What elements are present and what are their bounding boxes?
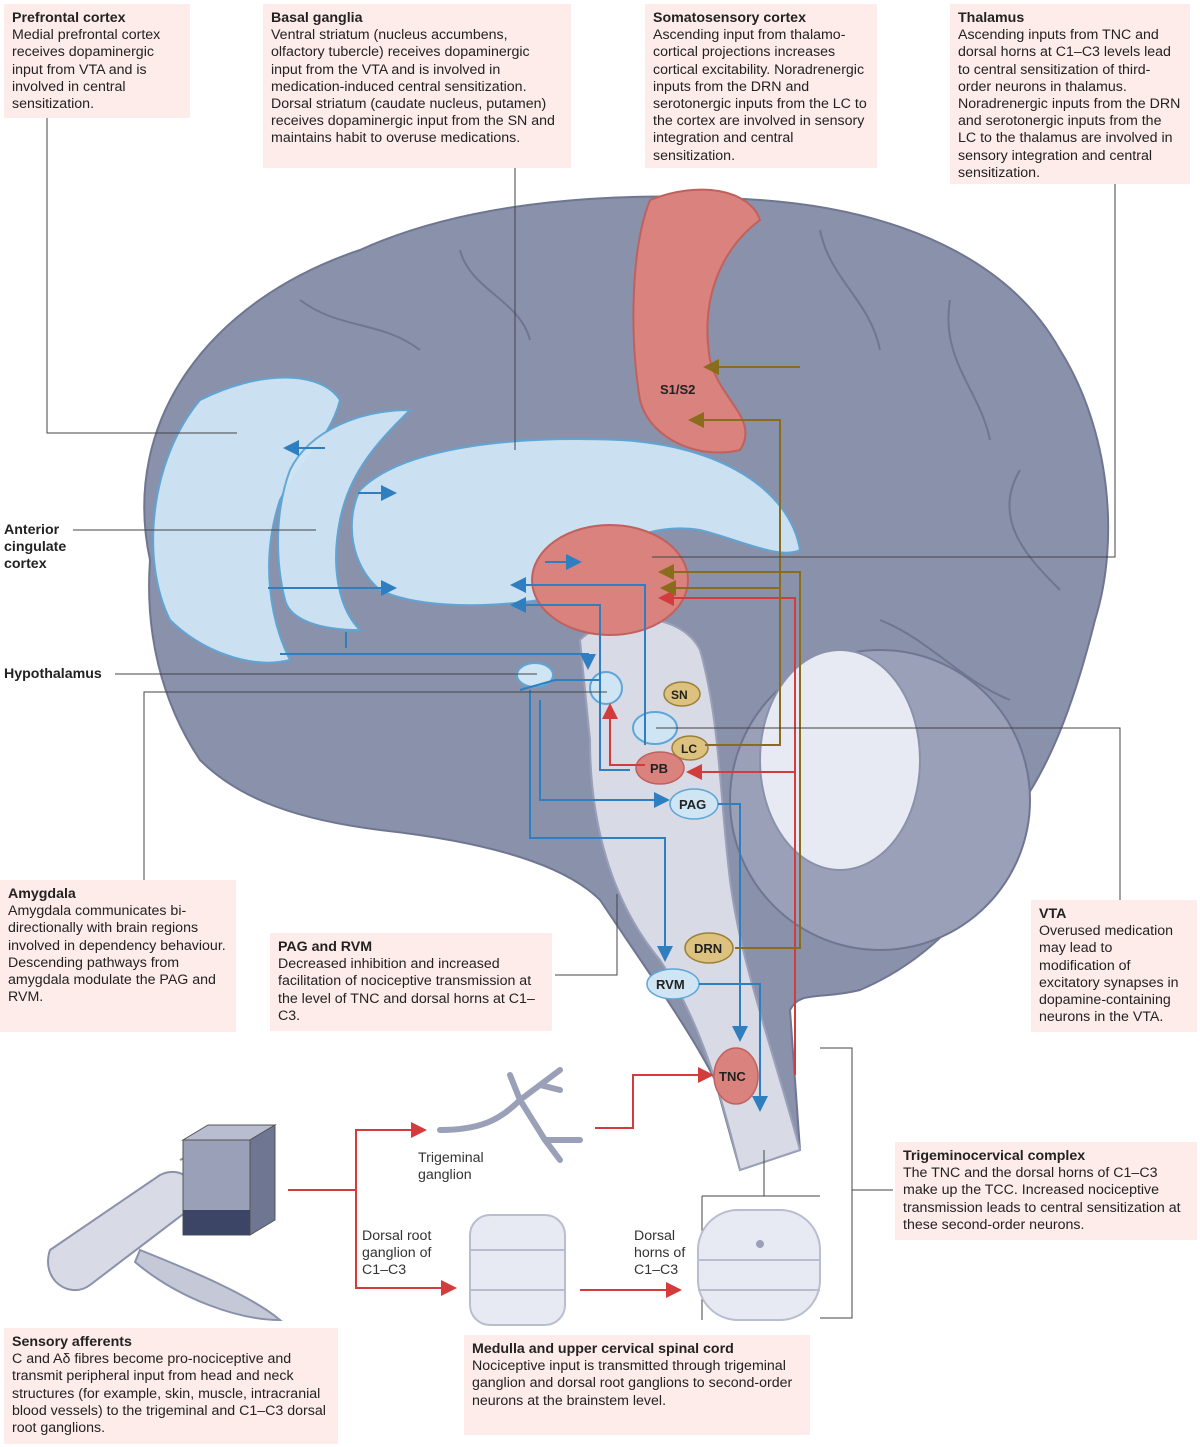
node-pag: PAG xyxy=(669,788,719,820)
pagrvm-body: Decreased inhibition and increased facil… xyxy=(278,956,535,1024)
basal-body: Ventral striatum (nucleus accumbens, olf… xyxy=(271,27,555,147)
node-rvm: RVM xyxy=(646,968,700,1000)
node-pb: PB xyxy=(635,751,685,785)
box-tcc: Trigeminocervical complex The TNC and th… xyxy=(895,1142,1197,1240)
drg-illustration xyxy=(469,1214,566,1326)
box-sensory-afferents: Sensory afferents C and Aδ fibres become… xyxy=(4,1328,338,1444)
box-medulla: Medulla and upper cervical spinal cord N… xyxy=(464,1335,810,1435)
red-pathways xyxy=(288,590,796,1298)
acc-region xyxy=(277,408,413,632)
node-sn: SN xyxy=(663,681,701,707)
cerebellum-arbor xyxy=(759,649,921,871)
trigeminal-ganglion-illustration xyxy=(437,1067,583,1163)
sensory-title: Sensory afferents xyxy=(12,1334,132,1350)
box-basal-ganglia: Basal ganglia Ventral striatum (nucleus … xyxy=(263,4,571,168)
basal-title: Basal ganglia xyxy=(271,10,363,26)
box-somatosensory-cortex: Somatosensory cortex Ascending input fro… xyxy=(645,4,877,168)
label-hypothalamus: Hypothalamus xyxy=(4,666,102,682)
thalamus-region xyxy=(531,524,689,636)
spinal-cord-illustration xyxy=(697,1209,821,1321)
somato-title: Somatosensory cortex xyxy=(653,10,806,26)
box-pag-rvm: PAG and RVM Decreased inhibition and inc… xyxy=(270,933,552,1031)
medulla-body: Nociceptive input is transmitted through… xyxy=(472,1358,793,1409)
vta-title: VTA xyxy=(1039,906,1067,922)
label-dorsal-horns: Dorsal horns of C1–C3 xyxy=(634,1228,686,1279)
label-anterior-cingulate-cortex: Anterior cingulate cortex xyxy=(4,522,67,573)
medulla-title: Medulla and upper cervical spinal cord xyxy=(472,1341,734,1357)
svg-text:PB: PB xyxy=(650,761,668,776)
pagrvm-title: PAG and RVM xyxy=(278,939,373,955)
box-thalamus: Thalamus Ascending inputs from TNC and d… xyxy=(950,4,1190,184)
box-vta: VTA Overused medication may lead to modi… xyxy=(1031,900,1197,1032)
somato-body: Ascending input from thalamo-cortical pr… xyxy=(653,27,867,164)
amygdala-title: Amygdala xyxy=(8,886,76,902)
thalamus-body: Ascending inputs from TNC and dorsal hor… xyxy=(958,27,1181,181)
node-drn: DRN xyxy=(684,932,734,964)
amygdala-body: Amygdala communicates bi-directionally w… xyxy=(8,903,226,1006)
vta-body: Overused medication may lead to modifica… xyxy=(1039,923,1179,1026)
label-drg: Dorsal root ganglion of C1–C3 xyxy=(362,1228,432,1279)
svg-text:LC: LC xyxy=(681,742,697,756)
s1s2-region xyxy=(632,188,762,454)
hypothalamus-region xyxy=(516,662,554,688)
tcc-title: Trigeminocervical complex xyxy=(903,1148,1086,1164)
prefrontal-title: Prefrontal cortex xyxy=(12,10,126,26)
tcc-body: The TNC and the dorsal horns of C1–C3 ma… xyxy=(903,1165,1181,1233)
muscle-illustration xyxy=(133,1248,283,1322)
svg-text:DRN: DRN xyxy=(694,941,722,956)
prefrontal-body: Medial prefrontal cortex receives dopami… xyxy=(12,27,161,113)
sensory-body: C and Aδ fibres become pro-nociceptive a… xyxy=(12,1351,326,1437)
svg-text:TNC: TNC xyxy=(719,1069,746,1084)
blue-pathways xyxy=(268,440,768,1112)
thalamus-title: Thalamus xyxy=(958,10,1025,26)
node-tnc: TNC xyxy=(713,1047,759,1105)
svg-text:SN: SN xyxy=(671,688,688,702)
skin-block-illustration xyxy=(181,1124,277,1236)
label-trigeminal-ganglion: Trigeminal ganglion xyxy=(418,1150,484,1184)
svg-text:RVM: RVM xyxy=(656,977,685,992)
node-lc: LC xyxy=(671,735,709,761)
box-amygdala: Amygdala Amygdala communicates bi-direct… xyxy=(0,880,236,1032)
leader-lines xyxy=(46,118,1121,1320)
amygdala-region xyxy=(589,671,623,705)
svg-text:PAG: PAG xyxy=(679,797,706,812)
box-prefrontal-cortex: Prefrontal cortex Medial prefrontal cort… xyxy=(4,4,190,118)
olive-pathways xyxy=(658,359,801,949)
node-s1s2: S1/S2 xyxy=(660,382,695,397)
brain-sulci xyxy=(299,229,1061,701)
